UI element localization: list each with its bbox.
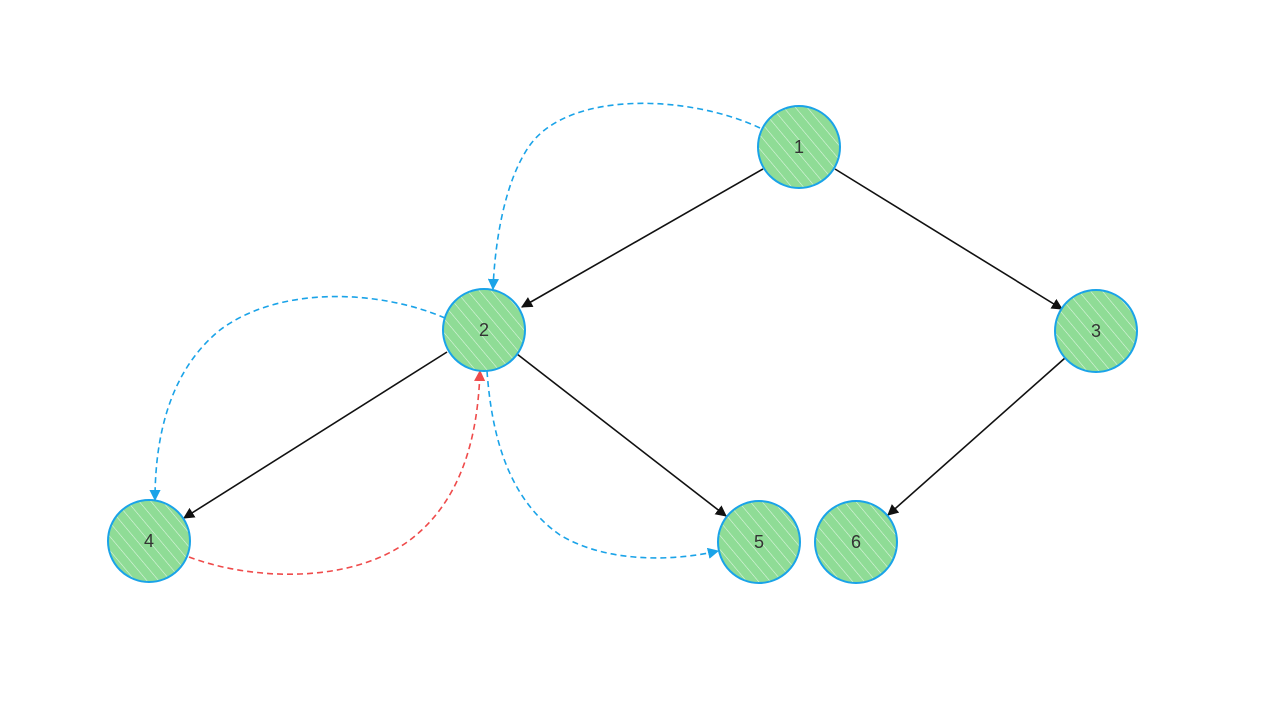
node-3-label: 3: [1091, 321, 1101, 341]
edge-1-2: [521, 168, 764, 308]
node-4-label: 4: [144, 531, 154, 551]
node-6-label: 6: [851, 532, 861, 552]
node-2[interactable]: 2: [442, 288, 526, 372]
edge-2-5: [516, 353, 727, 517]
node-6-circle: [814, 500, 898, 584]
node-6[interactable]: 6: [814, 500, 898, 584]
edge-2-4: [183, 351, 448, 519]
node-3-circle: [1054, 289, 1138, 373]
node-4-circle: [107, 499, 191, 583]
dashed-edge-2-4: [149, 295, 446, 502]
dashed-edges: [149, 102, 761, 575]
node-1[interactable]: 1: [757, 105, 841, 189]
node-2-circle: [442, 288, 526, 372]
node-1-circle: [757, 105, 841, 189]
dashed-edge-2-5: [486, 370, 720, 559]
node-5-label: 5: [754, 532, 764, 552]
edge-3-6: [887, 357, 1066, 516]
edge-1-3: [834, 168, 1063, 310]
node-5[interactable]: 5: [717, 500, 801, 584]
dashed-edge-4-2: [188, 369, 486, 575]
node-3[interactable]: 3: [1054, 289, 1138, 373]
solid-edges: [183, 168, 1066, 519]
node-4[interactable]: 4: [107, 499, 191, 583]
node-1-label: 1: [794, 137, 804, 157]
node-2-label: 2: [479, 320, 489, 340]
dashed-edge-1-2: [487, 102, 761, 291]
node-5-circle: [717, 500, 801, 584]
